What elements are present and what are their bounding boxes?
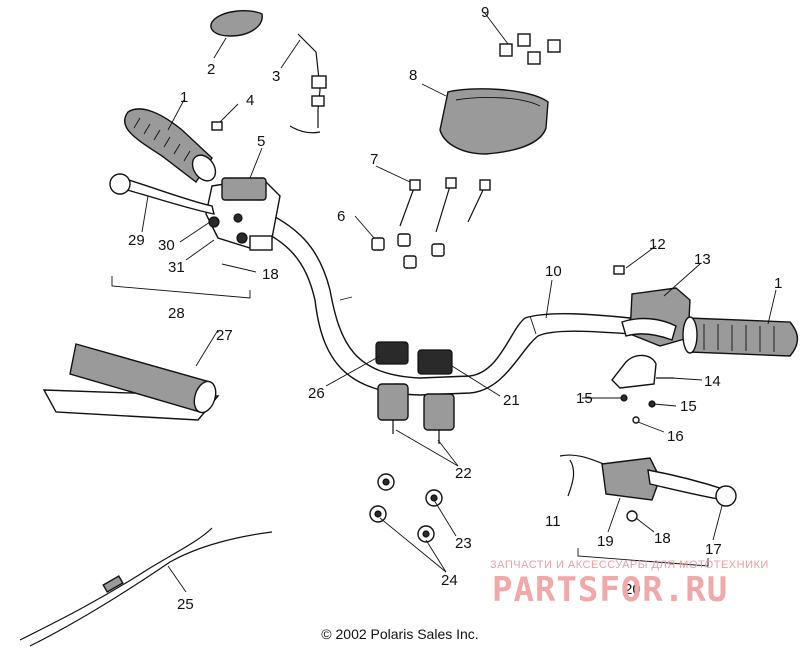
callout-28: 28: [168, 305, 185, 322]
callout-25: 25: [177, 596, 194, 613]
callout-1-left: 1: [180, 89, 188, 106]
watermark-logo: PARTSFOR.RU: [492, 570, 729, 610]
copyright-notice: © 2002 Polaris Sales Inc.: [321, 626, 479, 642]
callout-31: 31: [168, 259, 185, 276]
callout-21: 21: [503, 392, 520, 409]
tape-roll: [42, 343, 220, 421]
switch-assembly: [611, 354, 674, 424]
callout-20: 20: [624, 581, 641, 598]
callout-13: 13: [694, 251, 711, 268]
callout-24: 24: [441, 572, 458, 589]
switch-cable-3: [289, 33, 327, 134]
callout-labels: 1 2 3 4 5 6 7 8 9 10 11 12 13 1 14 15 15…: [128, 4, 782, 613]
callout-6: 6: [337, 208, 345, 225]
callout-15-right: 15: [680, 398, 697, 415]
callout-19: 19: [597, 533, 614, 550]
leader-lines: [111, 11, 777, 593]
callout-29: 29: [128, 232, 145, 249]
callout-9: 9: [481, 4, 489, 21]
right-grip: [682, 316, 799, 357]
handlebar-cover: [439, 88, 549, 155]
callout-14: 14: [704, 373, 721, 390]
callout-10: 10: [545, 263, 562, 280]
bolts-part-7: [399, 177, 491, 233]
clamps-lower: [377, 383, 455, 444]
callout-2: 2: [207, 61, 215, 78]
throttle-housing: [621, 287, 691, 347]
washers: [369, 473, 443, 543]
watermark-tagline: ЗАПЧАСТИ И АКСЕССУАРЫ ДЛЯ МОТОТЕХНИКИ: [490, 559, 769, 571]
callout-12: 12: [649, 236, 666, 253]
clip-part-4: [211, 121, 223, 131]
callout-17: 17: [705, 541, 722, 558]
callout-18-left: 18: [262, 266, 279, 283]
spacers-part-6: [371, 233, 445, 269]
left-grip: [123, 108, 217, 184]
clips-part-9: [499, 33, 561, 65]
callout-15-left: 15: [576, 390, 593, 407]
clutch-lever-assembly: [559, 454, 737, 522]
callout-5: 5: [257, 133, 265, 150]
callout-7: 7: [370, 151, 378, 168]
callout-3: 3: [272, 68, 280, 85]
callout-27: 27: [216, 327, 233, 344]
callout-23: 23: [455, 535, 472, 552]
brake-lever-assembly: [109, 173, 281, 251]
callout-16: 16: [667, 428, 684, 445]
callout-4: 4: [246, 92, 254, 109]
clamps-upper: [375, 341, 453, 375]
callout-30: 30: [158, 237, 175, 254]
callout-26: 26: [308, 385, 325, 402]
clip-part-12: [613, 265, 625, 275]
callout-8: 8: [409, 67, 417, 84]
cover-part-2: [210, 10, 263, 37]
callout-11: 11: [545, 513, 561, 530]
cable-25: [19, 527, 273, 647]
callout-1-right: 1: [774, 275, 782, 292]
callout-18-right: 18: [654, 530, 671, 547]
callout-22: 22: [455, 465, 472, 482]
